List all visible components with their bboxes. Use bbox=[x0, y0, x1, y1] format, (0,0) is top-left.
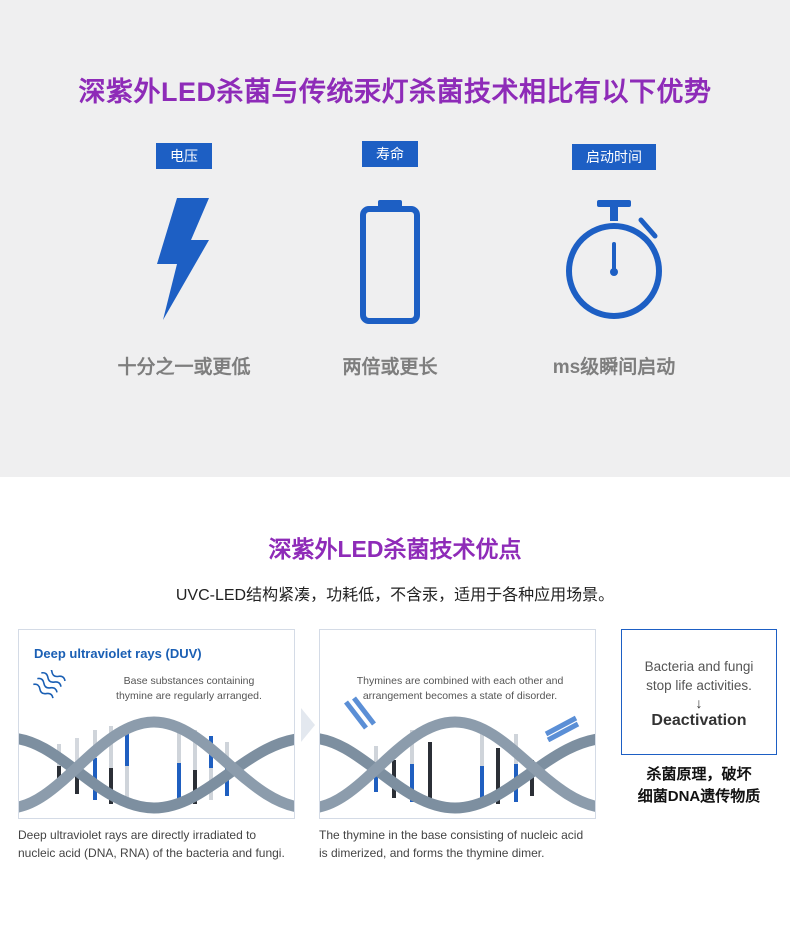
panel2-note-line2: arrangement becomes a state of disorder. bbox=[362, 690, 558, 702]
desc1-line1: Deep ultraviolet rays are directly irrad… bbox=[18, 828, 257, 842]
panel1-note-line2: thymine are regularly arranged. bbox=[116, 690, 262, 702]
dna-strand-b bbox=[19, 716, 294, 813]
duv-title: Deep ultraviolet rays (DUV) bbox=[34, 646, 202, 661]
dna-strand-d bbox=[320, 716, 595, 813]
feature-caption-lifespan: 两倍或更长 bbox=[342, 357, 438, 378]
desc2-line1: The thymine in the base consisting of nu… bbox=[319, 828, 584, 842]
panel2-note-line1: Thymines are combined with each other an… bbox=[356, 675, 564, 687]
advantages-title: 深紫外LED杀菌技术优点 bbox=[268, 536, 522, 562]
lightning-icon bbox=[149, 192, 219, 327]
panel1-note-line1: Base substances containing bbox=[123, 675, 255, 687]
panel2-note: Thymines are combined with each other an… bbox=[340, 674, 580, 704]
panel1-note: Base substances containing thymine are r… bbox=[89, 674, 289, 704]
thymine-dimer-left-icon bbox=[340, 696, 380, 741]
panel2-description: The thymine in the base consisting of nu… bbox=[319, 826, 604, 862]
deactivation-label: Deactivation bbox=[651, 712, 747, 729]
desc1-line2: nucleic acid (DNA, RNA) of the bacteria … bbox=[18, 846, 285, 860]
dna-panel-irradiation: Deep ultraviolet rays (DUV) Base substan… bbox=[18, 629, 295, 819]
deactivation-box: Bacteria and fungi stop life activities.… bbox=[621, 629, 777, 755]
desc2-line2: is dimerized, and forms the thymine dime… bbox=[319, 846, 545, 860]
result-line1a: Bacteria and fungi bbox=[644, 659, 754, 674]
dna-helix-regular bbox=[19, 716, 294, 814]
dna-panel-dimer: Thymines are combined with each other an… bbox=[319, 629, 596, 819]
arrow-down-icon: ↓ bbox=[695, 695, 703, 711]
feature-tag-startup: 启动时间 bbox=[572, 144, 656, 170]
battery-icon bbox=[358, 196, 422, 331]
result-text: Bacteria and fungi stop life activities. bbox=[622, 657, 776, 695]
result-line1b: stop life activities. bbox=[646, 678, 752, 693]
stopwatch-icon bbox=[559, 196, 669, 331]
chevron-right-icon bbox=[299, 708, 317, 747]
feature-lifespan: 寿命 两倍或更长 bbox=[290, 0, 490, 477]
feature-caption-startup: ms级瞬间启动 bbox=[552, 357, 676, 378]
comparison-title: 深紫外LED杀菌与传统汞灯杀菌技术相比有以下优势 bbox=[78, 77, 712, 107]
feature-tag-lifespan: 寿命 bbox=[362, 141, 418, 167]
feature-tag-voltage: 电压 bbox=[156, 143, 212, 169]
principle-line2: 细菌DNA遗传物质 bbox=[637, 788, 761, 805]
comparison-section: 深紫外LED杀菌与传统汞灯杀菌技术相比有以下优势 电压 十分之一或更低 寿命 两… bbox=[0, 0, 790, 477]
advantages-subtitle: UVC-LED结构紧凑，功耗低，不含汞，适用于各种应用场景。 bbox=[175, 587, 615, 604]
thymine-dimer-right-icon bbox=[542, 712, 582, 747]
panel1-description: Deep ultraviolet rays are directly irrad… bbox=[18, 826, 303, 862]
principle-line1: 杀菌原理，破坏 bbox=[646, 766, 752, 783]
feature-startup: 启动时间 ms级瞬间启动 bbox=[514, 0, 714, 477]
uv-wave-icon bbox=[33, 666, 69, 709]
dna-helix-disordered bbox=[320, 716, 595, 814]
feature-caption-voltage: 十分之一或更低 bbox=[117, 357, 251, 378]
dna-strand-a bbox=[19, 733, 294, 814]
dna-strand-c bbox=[320, 733, 595, 814]
feature-voltage: 电压 十分之一或更低 bbox=[84, 0, 284, 477]
sterilization-principle: 杀菌原理，破坏 细菌DNA遗传物质 bbox=[621, 764, 777, 808]
